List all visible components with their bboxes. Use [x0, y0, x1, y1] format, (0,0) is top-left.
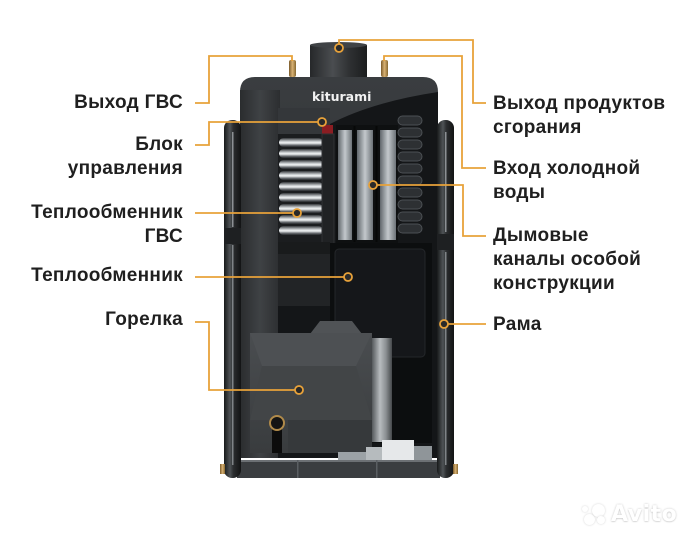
water-tube: [397, 151, 423, 162]
connector-hot-water-outlet: [195, 55, 293, 104]
connector-cold-water-inlet: [383, 55, 486, 169]
base-block: [414, 446, 432, 460]
boiler-base: [237, 460, 440, 478]
label-flue-channels: Дымовые каналы особой конструкции: [493, 224, 641, 296]
avito-logo-icon: [582, 502, 608, 526]
frame-tube-highlight: [445, 252, 447, 465]
frame-tube-highlight: [232, 132, 234, 227]
coil-ring: [279, 138, 323, 147]
coil-ring: [279, 160, 323, 169]
label-line: Горелка: [105, 309, 183, 330]
water-tube: [397, 199, 423, 210]
burner-port: [269, 415, 285, 431]
coil-ring: [279, 171, 323, 180]
burner-unit: [250, 321, 392, 453]
coil-ring: [279, 204, 323, 213]
label-line: воды: [493, 182, 546, 203]
label-line: каналы особой: [493, 249, 642, 270]
cold-water-fitting: [381, 60, 388, 77]
base-block: [382, 440, 414, 460]
connector-dots: [292, 43, 449, 395]
connector-dot-control-unit: [317, 117, 327, 127]
label-line: Выход продуктов: [493, 93, 666, 114]
connector-dot-heat-exchanger: [343, 272, 353, 282]
watermark: Avito: [582, 500, 677, 528]
water-tube: [397, 127, 423, 138]
connector-dot-flue-channels: [368, 180, 378, 190]
label-hot-water-outlet: Выход ГВС: [74, 91, 183, 115]
label-burner: Горелка: [105, 308, 183, 332]
label-line: Теплообменник: [31, 202, 183, 223]
connector-burner: [195, 321, 295, 391]
label-line: сгорания: [493, 117, 582, 138]
connector-dot-dhw-heat-exchanger: [292, 208, 302, 218]
water-tube: [397, 187, 423, 198]
frame-foot: [220, 464, 225, 474]
control-unit-block: [322, 125, 333, 134]
water-tubes: [397, 115, 423, 234]
flue-channels: [336, 125, 398, 243]
base-block: [366, 447, 382, 460]
coil-ring: [279, 193, 323, 202]
label-heat-exchanger: Теплообменник: [31, 264, 183, 288]
chamber-band: [278, 242, 330, 254]
label-control-unit: Блок управления: [68, 133, 183, 181]
label-line: Выход ГВС: [74, 92, 183, 113]
connectors: [195, 39, 486, 391]
water-tube: [397, 163, 423, 174]
label-line: Рама: [493, 314, 542, 335]
water-tube: [397, 175, 423, 186]
burner-cylinder: [372, 338, 392, 442]
frame-tube-highlight: [232, 245, 234, 465]
label-line: управления: [67, 158, 183, 179]
base-highlight: [237, 460, 440, 462]
frame: [220, 120, 458, 478]
coil-ring: [279, 226, 323, 235]
burner-lid: [310, 321, 362, 334]
burner-port-shaft: [272, 428, 282, 453]
connector-flue-gas-outlet: [338, 39, 486, 104]
connector-dot-burner: [294, 385, 304, 395]
label-line: Блок: [135, 134, 183, 155]
base-block: [338, 452, 376, 460]
label-cold-water-inlet: Вход холодной воды: [493, 157, 640, 205]
frame-foot: [453, 464, 458, 474]
brand-logo: kiturami: [312, 89, 371, 104]
label-line: Дымовые: [493, 225, 589, 246]
water-tube: [397, 211, 423, 222]
connector-control-unit: [195, 121, 318, 146]
frame-joint: [224, 228, 241, 244]
connector-flue-channels: [377, 184, 486, 237]
flue-bar: [338, 130, 352, 240]
coil-ring: [279, 215, 323, 224]
frame-tube-highlight: [445, 132, 447, 232]
label-line: ГВС: [144, 226, 183, 247]
water-tube: [397, 115, 423, 126]
dhw-coil: [278, 134, 324, 242]
label-line: Теплообменник: [31, 265, 183, 286]
hot-water-fitting: [289, 60, 296, 77]
burner-base: [288, 420, 372, 453]
coil-ring: [279, 182, 323, 191]
connector-dot-frame: [439, 319, 449, 329]
flue-bar: [357, 130, 373, 240]
connector-dot-flue-gas-outlet: [334, 43, 344, 53]
water-tube: [397, 139, 423, 150]
water-tube: [397, 223, 423, 234]
flue-divider: [353, 126, 356, 242]
frame-joint: [437, 234, 454, 250]
label-flue-gas-outlet: Выход продуктов сгорания: [493, 92, 665, 140]
burner-top-face: [250, 333, 372, 366]
boiler-body: kiturami: [220, 42, 458, 478]
watermark-text: Avito: [611, 501, 678, 527]
label-dhw-heat-exchanger: Теплообменник ГВС: [31, 201, 183, 249]
coil-ring: [279, 149, 323, 158]
base-joint: [297, 460, 299, 478]
burner-lower-face: [250, 366, 372, 420]
base-joint: [376, 460, 378, 478]
label-frame: Рама: [493, 313, 542, 337]
label-line: Вход холодной: [493, 158, 641, 179]
vertical-pipe: [321, 133, 335, 247]
label-line: конструкции: [493, 273, 615, 294]
